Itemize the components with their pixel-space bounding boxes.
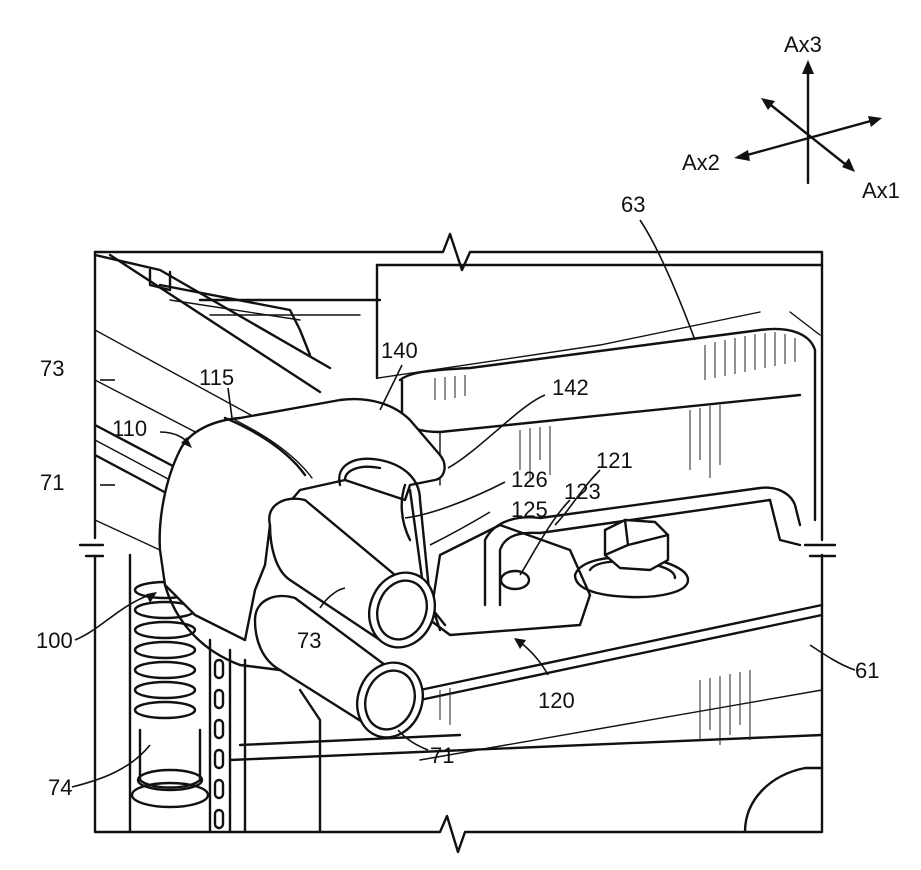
label-73-mid: 73 [297,628,321,653]
label-120: 120 [538,688,575,713]
label-100: 100 [36,628,73,653]
label-74: 74 [48,775,72,800]
label-126: 126 [511,467,548,492]
label-73-top: 73 [40,356,64,381]
label-115: 115 [199,365,234,390]
label-125: 125 [511,497,548,522]
axis-label-ax1: Ax1 [862,178,900,203]
label-63: 63 [621,192,645,217]
label-121: 121 [596,448,633,473]
axis-indicator [734,60,882,183]
label-61: 61 [855,658,879,683]
axis-label-ax3: Ax3 [784,32,822,57]
label-123: 123 [564,479,601,504]
label-71-left: 71 [40,470,64,495]
bracket-120 [430,488,800,635]
label-140: 140 [381,338,418,363]
label-142: 142 [552,375,589,400]
axis-label-ax2: Ax2 [682,150,720,175]
label-110: 110 [112,416,147,441]
label-71-bottom: 71 [430,743,454,768]
